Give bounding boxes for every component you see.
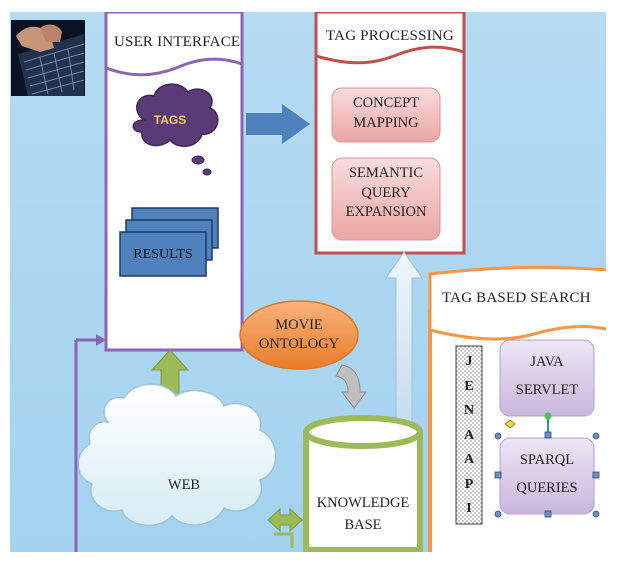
web-kb-double-arrow	[267, 507, 303, 533]
knowledge-base-cylinder-icon	[303, 415, 423, 552]
tags-cloud-icon	[132, 83, 219, 176]
java-servlet-box[interactable]: JAVA SERVLET	[500, 348, 594, 404]
results-stack-icon	[119, 207, 219, 277]
sparql-queries-box[interactable]: SPARQL QUERIES	[500, 446, 594, 502]
jena-api-letter-p: P	[464, 476, 474, 492]
semantic-query-expansion-line-3: EXPANSION	[345, 204, 427, 221]
java-servlet-line-1: JAVA	[530, 354, 564, 370]
movie-ontology-line-2: ONTOLOGY	[258, 336, 340, 352]
sparql-queries-line-2: QUERIES	[516, 480, 578, 496]
user-interface-title: USER INTERFACE	[114, 34, 241, 50]
knowledge-base-line-2: BASE	[344, 517, 382, 533]
concept-mapping-box[interactable]: CONCEPT MAPPING	[332, 94, 440, 133]
ui-to-processing-arrow	[246, 104, 310, 144]
concept-mapping-line-1: CONCEPT	[352, 95, 420, 111]
jena-api-letter-i: I	[466, 501, 472, 516]
tag-based-search-panel	[428, 265, 606, 552]
jena-api-letter-a: A	[463, 427, 475, 443]
tag-processing-title: TAG PROCESSING	[326, 28, 454, 44]
web-cloud-icon	[77, 383, 277, 527]
tag-processing-panel	[314, 12, 466, 255]
knowledge-base-line-1: KNOWLEDGE	[316, 495, 410, 511]
kb-to-processing-arrow	[385, 251, 423, 431]
jena-api-letter-e: E	[464, 378, 474, 394]
tags-cloud-label: TAGS	[153, 113, 187, 127]
web-label: WEB	[167, 477, 201, 493]
knowledge-base-label: KNOWLEDGE BASE	[306, 492, 420, 536]
ui-feedback-arrow	[74, 334, 106, 552]
sparql-queries-line-1: SPARQL	[519, 452, 575, 468]
keyboard-photo-icon	[11, 20, 85, 96]
tag-based-search-title: TAG BASED SEARCH	[442, 290, 591, 306]
jena-api-letter-a2: A	[463, 452, 475, 467]
user-interface-panel	[104, 12, 244, 352]
java-servlet-line-2: SERVLET	[515, 382, 579, 398]
movie-ontology-ellipse	[239, 300, 359, 370]
concept-mapping-line-2: MAPPING	[353, 114, 419, 131]
jena-api-letter-j: J	[465, 354, 473, 369]
jena-api-letter-n: N	[463, 403, 475, 418]
movie-ontology-label: MOVIE ONTOLOGY	[242, 316, 356, 354]
movie-ontology-line-1: MOVIE	[275, 317, 323, 333]
semantic-query-expansion-line-2: QUERY	[361, 184, 411, 201]
jena-api-label: J E N A A P I	[456, 350, 482, 522]
results-label: RESULTS	[133, 247, 193, 262]
diagram-shapes	[11, 12, 606, 552]
semantic-query-expansion-line-1: SEMANTIC	[348, 165, 424, 181]
semantic-query-expansion-box[interactable]: SEMANTIC QUERY EXPANSION	[332, 164, 440, 223]
architecture-diagram: USER INTERFACE TAGS RESULTS TAG PROCESSI…	[10, 12, 606, 552]
ontology-to-kb-arrow	[335, 364, 367, 409]
